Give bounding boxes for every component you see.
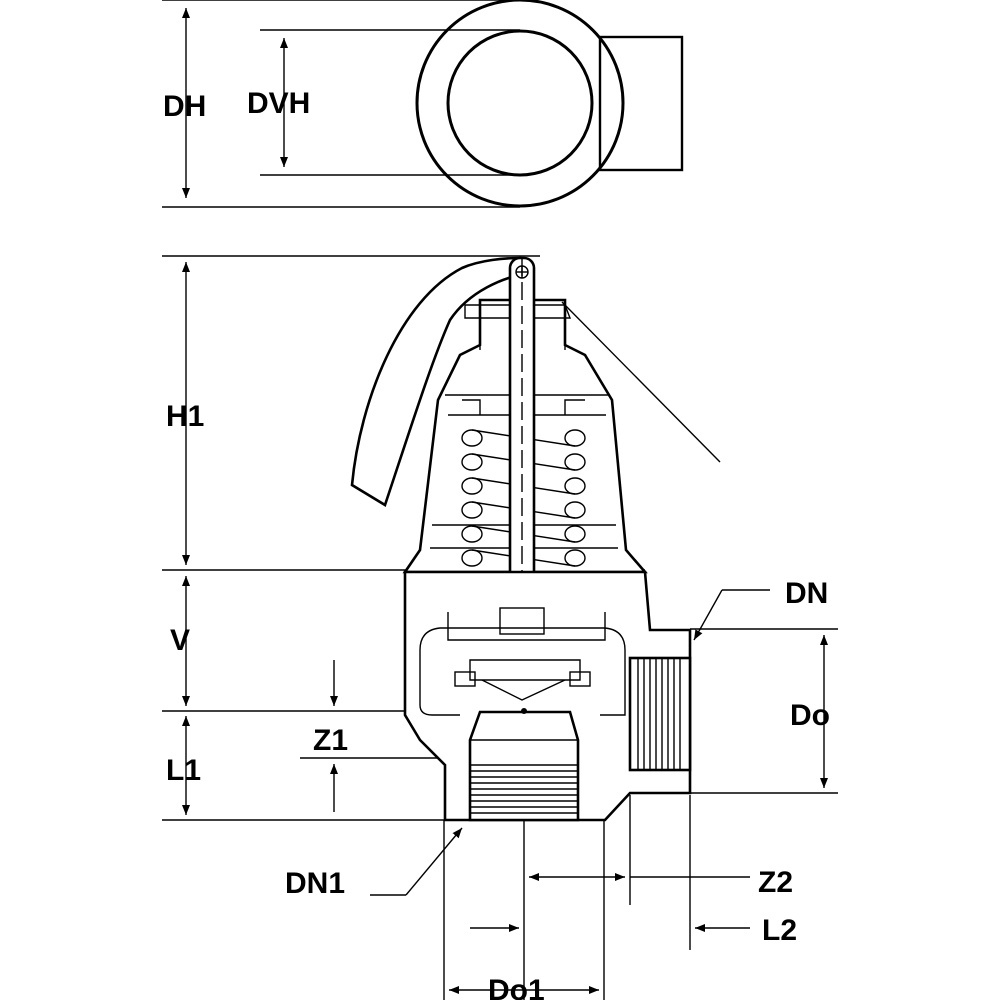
label-z2: Z2 (758, 866, 793, 899)
label-dh: DH (163, 90, 206, 123)
label-l2: L2 (762, 914, 797, 947)
label-z1: Z1 (313, 724, 348, 757)
outlet-thread (637, 658, 681, 770)
label-dvh: DVH (247, 87, 310, 120)
top-view (162, 0, 684, 208)
dimension-lines (182, 262, 828, 994)
valve-body (350, 256, 721, 822)
inlet-thread (470, 764, 578, 814)
label-h1: H1 (166, 400, 204, 433)
label-dn1: DN1 (285, 867, 345, 900)
dimension-labels: DH DVH H1 V Z1 L1 DN Do DN1 Z2 L2 Do1 (163, 87, 830, 1000)
label-v: V (170, 624, 190, 657)
label-dn: DN (785, 577, 828, 610)
label-l1: L1 (166, 754, 201, 787)
label-do1: Do1 (488, 974, 545, 1000)
label-do: Do (790, 699, 830, 732)
